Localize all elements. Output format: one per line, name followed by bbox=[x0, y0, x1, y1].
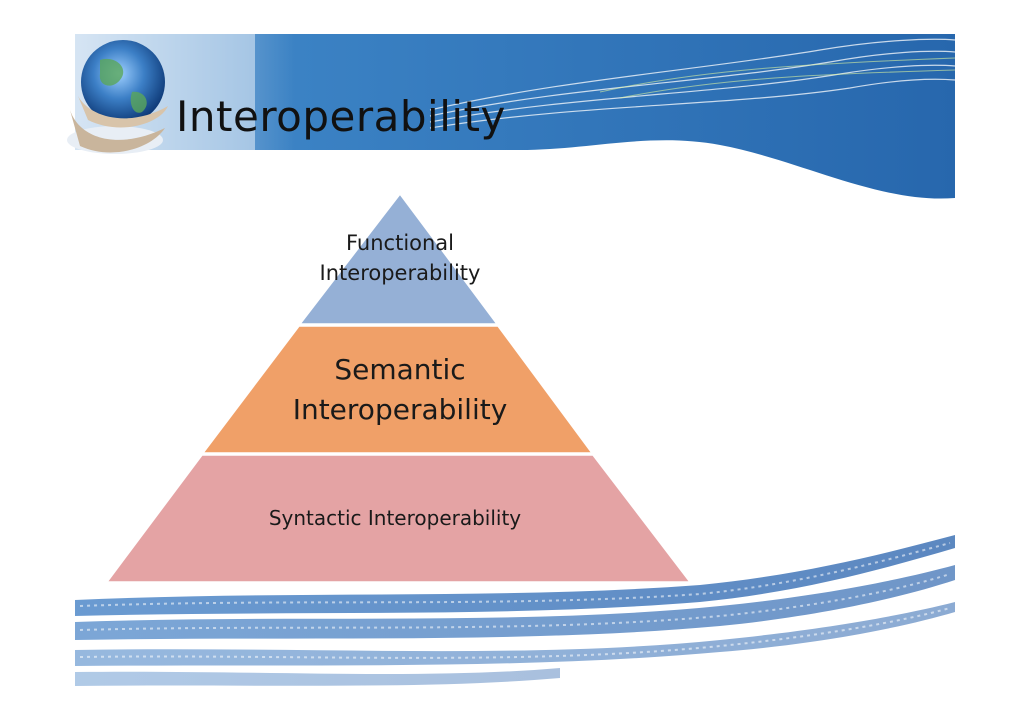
tier-label-syntactic: Syntactic Interoperability bbox=[210, 504, 580, 532]
binary-digit-texture bbox=[79, 542, 951, 659]
pyramid-tier-syntactic bbox=[105, 454, 692, 583]
binary-ribbon-decoration bbox=[75, 535, 955, 686]
tier-label-semantic: Semantic Interoperability bbox=[235, 350, 565, 430]
tier-label-functional-line1: Functional bbox=[345, 231, 455, 255]
tier-label-functional-line2: Interoperability bbox=[319, 261, 481, 285]
pyramid-tier-functional bbox=[298, 192, 499, 325]
pyramid-tier-semantic bbox=[201, 325, 594, 454]
globe-in-hands-icon bbox=[67, 40, 168, 154]
slide-title: Interoperability bbox=[176, 92, 506, 141]
pyramid bbox=[105, 192, 692, 583]
tier-label-functional: Functional Interoperability bbox=[270, 228, 530, 288]
tier-label-syntactic-line1: Syntactic Interoperability bbox=[268, 506, 522, 530]
tier-label-semantic-line1: Semantic bbox=[334, 353, 466, 386]
tier-label-semantic-line2: Interoperability bbox=[292, 393, 508, 426]
